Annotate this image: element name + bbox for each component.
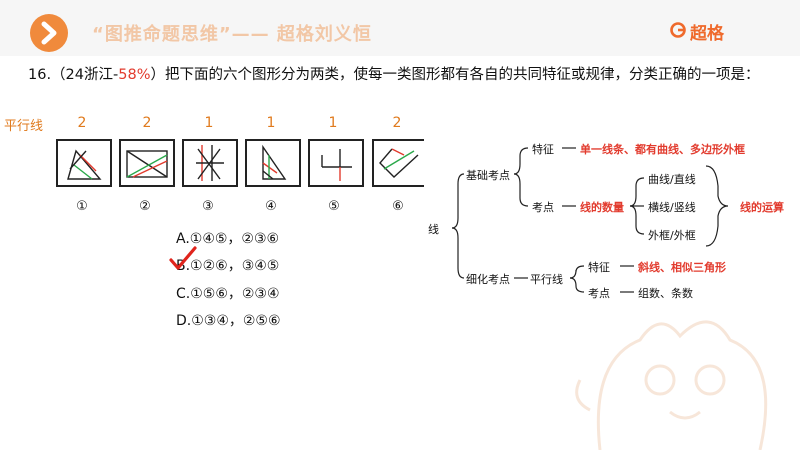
mindmap-refined-point-value: 组数、条数 bbox=[638, 287, 693, 300]
figure-2-drawing bbox=[126, 150, 168, 178]
mindmap-operations: 线的运算 bbox=[740, 201, 784, 214]
figure-number: ① bbox=[76, 199, 88, 214]
mindmap-panel: 线 基础考点 特征 单一线条、都有曲线、多边形外框 考点 线的数量 曲线/直线 … bbox=[424, 126, 796, 302]
mindmap-point: 考点 bbox=[532, 201, 554, 214]
question-suffix: ）把下面的六个图形分为两类，使每一类图形都有各自的共同特征或规律，分类正确的一项… bbox=[150, 67, 760, 83]
mindmap-root: 线 bbox=[428, 223, 439, 236]
figure-1[interactable] bbox=[56, 139, 112, 187]
figure-4-drawing bbox=[262, 144, 287, 180]
figure-5-drawing bbox=[321, 149, 352, 181]
accuracy-rate: 58% bbox=[118, 67, 151, 83]
mindmap-connectors bbox=[451, 147, 729, 293]
figure-number: ④ bbox=[265, 199, 277, 214]
figure-4[interactable] bbox=[245, 139, 301, 187]
mindmap-refined-point: 考点 bbox=[588, 287, 610, 300]
parallel-line-label: 平行线 bbox=[4, 119, 44, 134]
mindmap-refined-feature-value: 斜线、相似三角形 bbox=[638, 261, 726, 274]
mindmap-feature-value: 单一线条、都有曲线、多边形外框 bbox=[580, 143, 745, 156]
mindmap-feature: 特征 bbox=[532, 143, 554, 156]
chevron-right-icon bbox=[41, 21, 57, 45]
mascot-watermark bbox=[575, 320, 768, 450]
mindmap-refined-feature: 特征 bbox=[588, 261, 610, 274]
checkmark-icon bbox=[169, 246, 197, 270]
brand-logo-icon bbox=[670, 22, 686, 38]
mindmap-parallel: 平行线 bbox=[530, 273, 563, 286]
figure-6-drawing bbox=[379, 148, 419, 178]
mindmap-basic: 基础考点 bbox=[466, 169, 510, 182]
figure-1-drawing bbox=[67, 149, 102, 180]
brand-name: 超格 bbox=[690, 24, 724, 44]
mindmap-sub-item: 横线/竖线 bbox=[648, 201, 696, 214]
figure-3-drawing bbox=[196, 145, 224, 181]
option-a[interactable]: A.①④⑤，②③⑥ bbox=[176, 231, 280, 247]
figure-2[interactable] bbox=[119, 139, 175, 187]
next-arrow-button[interactable] bbox=[30, 14, 68, 52]
mindmap-refined: 细化考点 bbox=[466, 273, 510, 286]
mindmap-sub-item: 曲线/直线 bbox=[648, 173, 696, 186]
question-text: 16.（24浙江-58%）把下面的六个图形分为两类，使每一类图形都有各自的共同特… bbox=[28, 62, 788, 88]
figure-3[interactable] bbox=[182, 139, 238, 187]
count-label: 2 bbox=[142, 115, 152, 131]
figure-5[interactable] bbox=[308, 139, 364, 187]
option-b[interactable]: B.①②⑥，③④⑤ bbox=[176, 258, 280, 274]
mindmap-point-value: 线的数量 bbox=[580, 201, 624, 214]
figure-number: ③ bbox=[202, 199, 214, 214]
figure-6[interactable] bbox=[372, 139, 428, 187]
count-label: 1 bbox=[204, 115, 214, 131]
figure-number: ⑥ bbox=[392, 199, 404, 214]
option-c[interactable]: C.①⑤⑥，②③④ bbox=[176, 286, 280, 302]
mindmap-sub-item: 外框/外框 bbox=[648, 229, 696, 242]
page-title: “图推命题思维”—— 超格刘义恒 bbox=[92, 24, 372, 45]
figure-number: ⑤ bbox=[328, 199, 340, 214]
count-label: 1 bbox=[266, 115, 276, 131]
count-label: 2 bbox=[77, 115, 87, 131]
question-prefix: 16.（24浙江- bbox=[28, 67, 119, 83]
figure-number: ② bbox=[139, 199, 151, 214]
option-d[interactable]: D.①③④，②⑤⑥ bbox=[176, 313, 281, 329]
header-bar: “图推命题思维”—— 超格刘义恒 超格 bbox=[0, 0, 800, 56]
count-label: 2 bbox=[392, 115, 402, 131]
count-label: 1 bbox=[328, 115, 338, 131]
